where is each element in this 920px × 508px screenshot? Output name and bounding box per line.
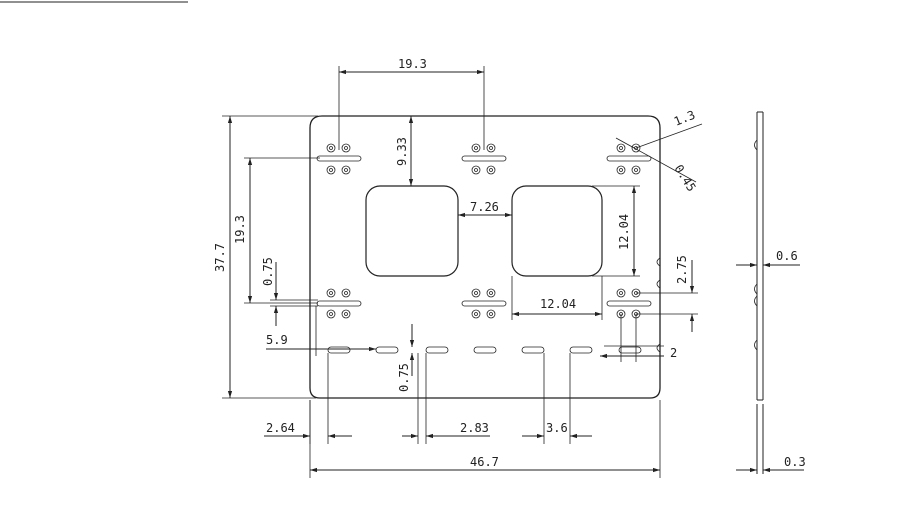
dim-overall-height: 37.7 <box>213 115 318 399</box>
dim-label: 12.04 <box>540 297 576 311</box>
hole-group-top-right <box>606 143 652 175</box>
dim-label: 12.04 <box>617 214 631 250</box>
left-cutout <box>365 185 459 277</box>
dim-label: 2.64 <box>266 421 295 435</box>
dim-gap-right: 3.6 <box>522 353 592 444</box>
edge-notch <box>656 257 661 267</box>
dim-label: 46.7 <box>470 455 499 469</box>
dim-label: 0.3 <box>784 455 806 469</box>
dim-side-thickness-bottom: 0.3 <box>736 455 806 473</box>
dim-label: 9.33 <box>395 137 409 166</box>
dim-top-to-cutout: 9.33 <box>395 116 414 186</box>
dim-pin-spacing: 2.75 <box>636 255 698 332</box>
dim-label: 19.3 <box>398 57 427 71</box>
dim-slot-width-mid: 0.75 <box>397 324 415 392</box>
dim-slot-depth: 2 <box>600 314 677 362</box>
edge-notch <box>656 279 661 289</box>
dim-row-spacing: 19.3 <box>233 157 320 304</box>
dim-label: 19.3 <box>233 215 247 244</box>
dim-label: 0.75 <box>261 257 275 286</box>
dim-side-thickness: 0.6 <box>736 249 800 268</box>
dim-cutout-gap: 7.26 <box>458 200 512 218</box>
dim-label: 0.6 <box>776 249 798 263</box>
hole-group-top-left <box>316 143 362 175</box>
hole-group-mid-left <box>316 288 362 319</box>
dim-cutout-height: 12.04 <box>592 185 640 277</box>
dim-label: 2.75 <box>675 255 689 284</box>
bottom-slots <box>327 346 642 354</box>
dim-label: 37.7 <box>213 243 227 272</box>
edge-notch <box>656 343 661 353</box>
dim-label: 0.45 <box>671 162 698 194</box>
dim-label: 0.75 <box>397 363 411 392</box>
dim-cutout-width: 12.04 <box>511 276 603 320</box>
hole-group-top-middle <box>461 143 507 175</box>
dim-label: 3.6 <box>546 421 568 435</box>
dim-label: 1.3 <box>672 108 697 129</box>
dim-label: 2 <box>670 346 677 360</box>
dim-gap-mid: 2.83 <box>402 353 490 444</box>
right-cutout <box>511 185 603 277</box>
dim-overall-width: 46.7 <box>309 400 661 478</box>
dim-label: 2.83 <box>460 421 489 435</box>
dim-slot-width-left: 0.75 <box>261 257 318 326</box>
hole-group-mid-middle <box>461 288 507 319</box>
dim-label: 7.26 <box>470 200 499 214</box>
dim-top-hole-spacing: 19.3 <box>338 57 485 150</box>
side-view <box>754 111 764 474</box>
dim-label: 5.9 <box>266 333 288 347</box>
dim-slot-offset-left: 5.9 <box>266 306 376 356</box>
